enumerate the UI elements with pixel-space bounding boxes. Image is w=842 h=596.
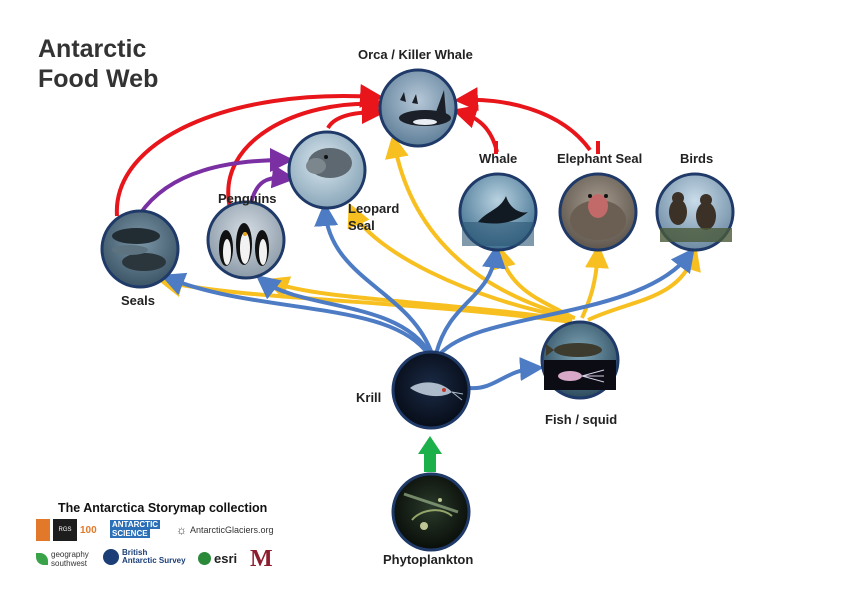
glacier-icon: ☼ [176,523,187,537]
arrow-phytoplankton-to-krill-shaft [424,452,436,472]
node-penguins [206,200,286,280]
node-fish-squid [540,320,620,400]
antarctic-glaciers-text: AntarcticGlaciers.org [190,525,274,535]
label-birds: Birds [680,151,714,166]
node-krill [391,350,471,430]
arrow-elephant-seal-to-orca [454,87,592,152]
label-fish-squid: Fish / squid [545,412,618,427]
logo-geography-southwest: geography southwest [36,550,101,568]
bas-globe-icon [103,549,119,565]
red-arrows [114,84,600,217]
arrow-krill-to-whale [434,244,506,355]
arrow-krill-to-fish [469,357,544,391]
blue-arrows [160,202,695,391]
logo-minnesota: M [250,546,273,573]
arrow-seals-to-orca [114,84,384,217]
esri-globe-icon [198,552,211,565]
label-whale: Whale [479,151,518,166]
title-line-1: Antarctic [38,35,147,63]
arrow-fish-to-penguins [264,276,573,322]
logo-rgs: RGS 100 [36,519,97,541]
arrow-fish-to-orca [385,134,576,320]
label-penguins: Penguins [218,191,277,206]
arrow-whale-to-orca [452,105,499,153]
label-phytoplankton: Phytoplankton [383,552,474,567]
node-whale [458,172,538,252]
bas-text: British Antarctic Survey [122,549,186,565]
rgs-hundred: 100 [80,524,97,536]
arrow-leopard-to-orca [326,100,386,130]
node-phytoplankton [391,472,471,552]
title-line-2: Food Web [38,65,159,93]
bas-text-line-2: Antarctic Survey [122,556,186,565]
antarctic-science-line-2: SCIENCE [110,529,150,538]
label-leopard-seal: Leopard Seal [348,200,399,234]
node-seals [100,209,180,289]
arrow-phytoplankton-to-krill-head [418,436,442,454]
arrow-fish-to-elephant-seal [580,244,609,319]
node-elephant-seal [558,172,638,252]
label-seals: Seals [121,293,155,308]
label-krill: Krill [356,390,382,405]
label-leopard-seal-line-2: Seal [348,218,375,233]
arrow-krill-to-birds [438,247,695,356]
footer-title: The Antarctica Storymap collection [58,501,268,515]
logo-antarctic-glaciers: ☼ AntarcticGlaciers.org [176,523,274,537]
logo-antarctic-science: ANTARCTIC SCIENCE [110,520,161,538]
rgs-badge [36,519,50,541]
arrow-krill-to-penguins [255,275,432,355]
label-orca: Orca / Killer Whale [358,47,473,62]
node-birds [655,172,735,252]
geography-southwest-text: geography southwest [51,550,89,568]
arrow-fish-to-leopard [347,202,573,320]
node-leopard-seal [287,130,367,210]
green-arrow [418,436,442,472]
bas-text-line-1: British [122,548,148,557]
logo-esri: esri [198,551,237,566]
arrow-penguins-to-orca [226,91,386,209]
label-elephant-seal: Elephant Seal [557,151,643,166]
arrow-krill-to-leopard [314,202,434,355]
arrow-seals-to-leopard [138,148,294,216]
esri-text: esri [214,551,238,566]
rgs-text: RGS [53,519,77,541]
arrow-krill-to-seals [160,272,430,356]
logo-bas: British Antarctic Survey [103,549,186,565]
minnesota-m: M [250,546,273,572]
node-orca [378,68,458,148]
label-leopard-seal-line-1: Leopard [348,201,400,216]
diagram-title: Antarctic Food Web [38,34,158,94]
leaf-icon [36,553,48,565]
antarctic-science-line-1: ANTARCTIC [110,520,161,529]
arrow-fish-to-whale [492,244,575,320]
